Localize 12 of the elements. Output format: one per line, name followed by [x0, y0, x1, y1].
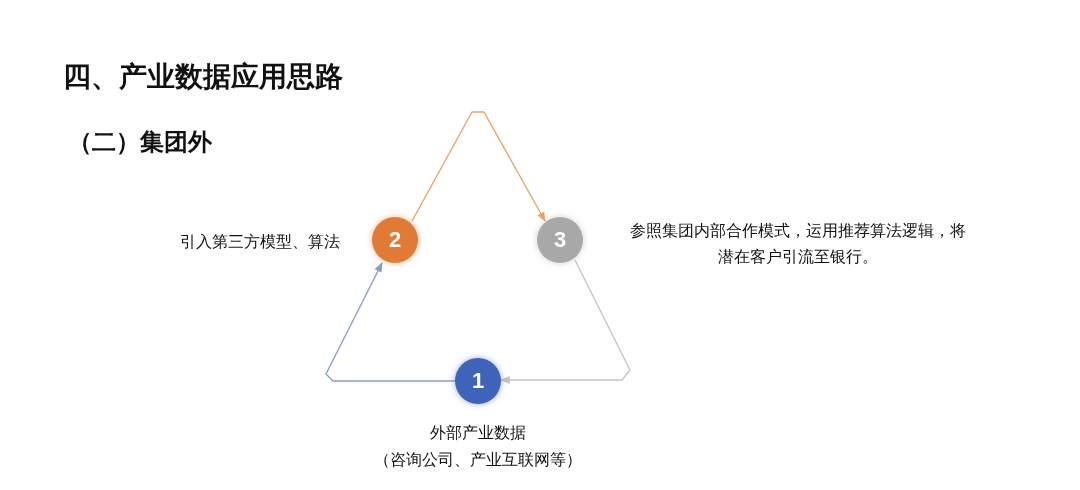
number-circle: 1 [455, 358, 501, 404]
arrow [325, 262, 456, 382]
number-circle: 3 [537, 217, 583, 263]
subtitle: （二）集团外 [68, 127, 212, 158]
description-text: 外部产业数据 [429, 422, 527, 444]
description-text: 引入第三方模型、算法 [179, 231, 340, 253]
description-text: （咨询公司、产业互联网等） [373, 449, 583, 471]
description-text: 参照集团内部合作模式，运用推荐算法逻辑，将潜在客户引流至银行。 [628, 220, 967, 268]
arrow [411, 111, 546, 222]
number-circle: 2 [372, 217, 418, 263]
arrow [500, 259, 631, 384]
title: 四、产业数据应用思路 [63, 59, 343, 95]
